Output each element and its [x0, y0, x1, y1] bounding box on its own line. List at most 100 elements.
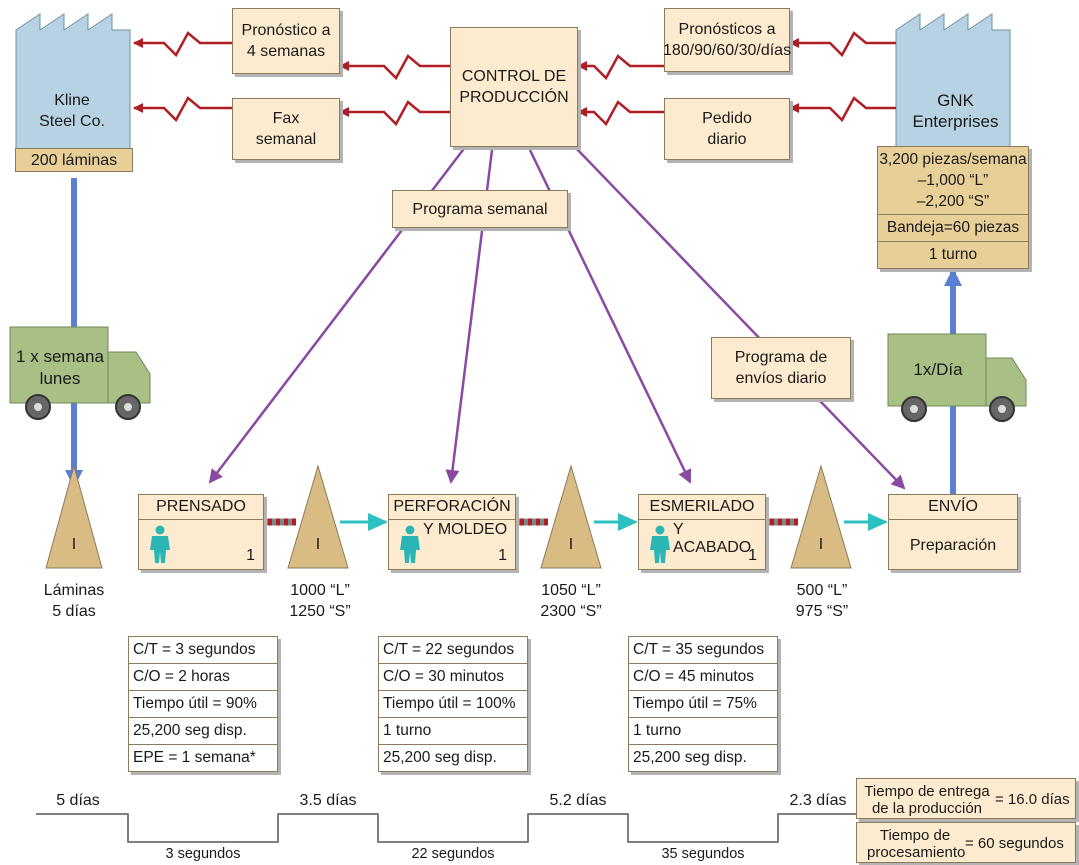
control-line1: CONTROL DE	[461, 68, 567, 85]
data-row: 25,200 seg disp.	[129, 718, 277, 745]
weekly-schedule-box: Programa semanal	[392, 190, 568, 228]
inventory-1-line1: Láminas	[43, 582, 105, 599]
inventory-2-label: 1000 “L” 1250 “S”	[272, 580, 368, 622]
lead-time-label: Tiempo de entrega de la producción	[861, 783, 993, 817]
timeline-wait-1: 5 días	[56, 792, 100, 809]
daily-shipping-line1: Programa de	[734, 349, 828, 366]
inventory-3-line1: 1050 “L”	[541, 582, 601, 599]
timeline-wait-3: 5.2 días	[549, 792, 607, 809]
process-envio-header: ENVÍO	[889, 495, 1017, 520]
process-perforacion-title1: PERFORACIÓN	[393, 498, 511, 515]
demand-line1: 3,200 piezas/semana	[879, 151, 1027, 168]
daily-order-line2: diario	[707, 131, 747, 148]
kline-name-line1: Kline	[54, 92, 90, 109]
process-perforacion-divider	[389, 519, 515, 520]
info-arrow-order-to-control	[577, 100, 664, 127]
data-row: C/T = 22 segundos	[379, 637, 527, 664]
info-arrow-gnk-to-forecasts	[789, 31, 896, 58]
inventory-4-line2: 975 “S”	[795, 603, 849, 620]
customer-demand: 3,200 piezas/semana –1,000 “L” –2,200 “S…	[878, 147, 1028, 215]
fax-line2: semanal	[255, 131, 317, 148]
kline-quantity-box: 200 láminas	[15, 148, 133, 172]
forecast-4w-box: Pronóstico a 4 semanas	[232, 8, 340, 74]
process-prensado: PRENSADO 1	[138, 494, 264, 570]
inventory-4-line1: 500 “L”	[796, 582, 848, 599]
data-box-esmerilado: C/T = 35 segundos C/O = 45 minutos Tiemp…	[628, 636, 778, 772]
info-arrow-forecasts-to-control	[577, 54, 664, 81]
production-control-box: CONTROL DE PRODUCCIÓN	[450, 27, 578, 147]
lead-time-value: = 16.0 días	[995, 791, 1070, 808]
process-esmerilado-title2: Y ACABADO	[673, 521, 752, 556]
fax-line1: Fax	[272, 110, 300, 127]
processing-time-value: = 60 segundos	[965, 835, 1064, 852]
inventory-triangle-3	[540, 464, 602, 569]
data-row: Tiempo útil = 100%	[379, 691, 527, 718]
data-row: Tiempo útil = 90%	[129, 691, 277, 718]
lead-time-box: Tiempo de entrega de la producción = 16.…	[856, 778, 1076, 819]
outbound-truck-line: 1x/Día	[913, 360, 963, 379]
inventory-1-symbol: I	[71, 536, 77, 553]
data-row: EPE = 1 semana*	[133, 749, 256, 766]
operator-icon	[400, 525, 420, 563]
gnk-factory-icon	[895, 13, 1011, 156]
inbound-truck-icon	[9, 326, 151, 420]
data-box-prensado: C/T = 3 segundos C/O = 2 horas Tiempo út…	[128, 636, 278, 772]
inventory-3-line2: 2300 “S”	[540, 603, 602, 620]
processing-time-label: Tiempo de procesamiento	[867, 827, 965, 861]
process-envio: ENVÍO Preparación	[888, 494, 1018, 570]
process-esmerilado-divider	[639, 519, 765, 520]
data-row: C/O = 30 minutos	[379, 664, 527, 691]
outbound-truck-icon	[887, 333, 1027, 422]
process-esmerilado-title1: ESMERILADO	[649, 498, 755, 515]
info-arrow-forecast-to-kline	[133, 31, 232, 58]
data-row: 25,200 seg disp.	[383, 749, 497, 766]
kline-name: Kline Steel Co.	[22, 90, 122, 132]
inventory-2-line2: 1250 “S”	[289, 603, 351, 620]
info-arrow-control-to-fax	[339, 100, 450, 127]
demand-line2: –1,000 “L”	[917, 172, 989, 189]
data-row: C/O = 2 horas	[129, 664, 277, 691]
daily-shipping-line2: envíos diario	[735, 370, 827, 387]
inventory-2-symbol: I	[315, 536, 321, 553]
inventory-3-symbol: I	[568, 536, 574, 553]
data-row: C/T = 3 segundos	[129, 637, 277, 664]
gnk-name-line1: GNK	[937, 91, 974, 110]
operator-icon	[650, 525, 670, 563]
info-arrow-fax-to-kline	[133, 96, 232, 123]
data-row: Tiempo útil = 75%	[629, 691, 777, 718]
timeline	[36, 813, 856, 843]
process-perforacion-title2: Y MOLDEO	[423, 521, 508, 538]
data-box-perforacion: C/T = 22 segundos C/O = 30 minutos Tiemp…	[378, 636, 528, 772]
inventory-3-label: 1050 “L” 2300 “S”	[523, 580, 619, 622]
forecast-4w-line1: Pronóstico a	[241, 22, 331, 39]
process-perforacion: PERFORACIÓN Y MOLDEO 1	[388, 494, 516, 570]
daily-order-line1: Pedido	[702, 110, 752, 127]
data-row: C/T = 35 segundos	[629, 637, 777, 664]
forecasts-box: Pronósticos a 180/90/60/30/días	[662, 8, 792, 72]
process-envio-body: Preparación	[909, 537, 997, 554]
inventory-4-symbol: I	[818, 536, 824, 553]
tray-size: Bandeja=60 piezas	[878, 215, 1028, 242]
control-line2: PRODUCCIÓN	[459, 89, 569, 106]
kline-quantity: 200 láminas	[30, 151, 118, 169]
process-perforacion-operators: 1	[498, 547, 507, 564]
gnk-name: GNK Enterprises	[903, 90, 1008, 132]
data-row: C/O = 45 minutos	[629, 664, 777, 691]
info-arrow-control-to-forecast	[339, 54, 450, 81]
inventory-triangle-1	[45, 464, 103, 569]
inbound-truck-label: 1 x semana lunes	[12, 346, 108, 390]
timeline-process-2: 22 segundos	[411, 846, 495, 862]
process-prensado-operators: 1	[246, 547, 255, 564]
kline-name-line2: Steel Co.	[39, 113, 105, 130]
operator-icon	[150, 525, 170, 563]
processing-time-line1: Tiempo de	[879, 827, 951, 844]
process-envio-title: ENVÍO	[928, 498, 978, 515]
inventory-1-label: Láminas 5 días	[22, 580, 126, 622]
daily-shipping-box: Programa de envíos diario	[711, 337, 851, 399]
forecasts-line2: 180/90/60/30/días	[662, 42, 792, 59]
customer-shift: 1 turno	[928, 246, 978, 263]
inbound-truck-line1: 1 x semana	[16, 347, 104, 366]
data-row: 1 turno	[379, 718, 527, 745]
daily-order-box: Pedido diario	[664, 98, 790, 160]
forecast-4w-line2: 4 semanas	[246, 43, 326, 60]
